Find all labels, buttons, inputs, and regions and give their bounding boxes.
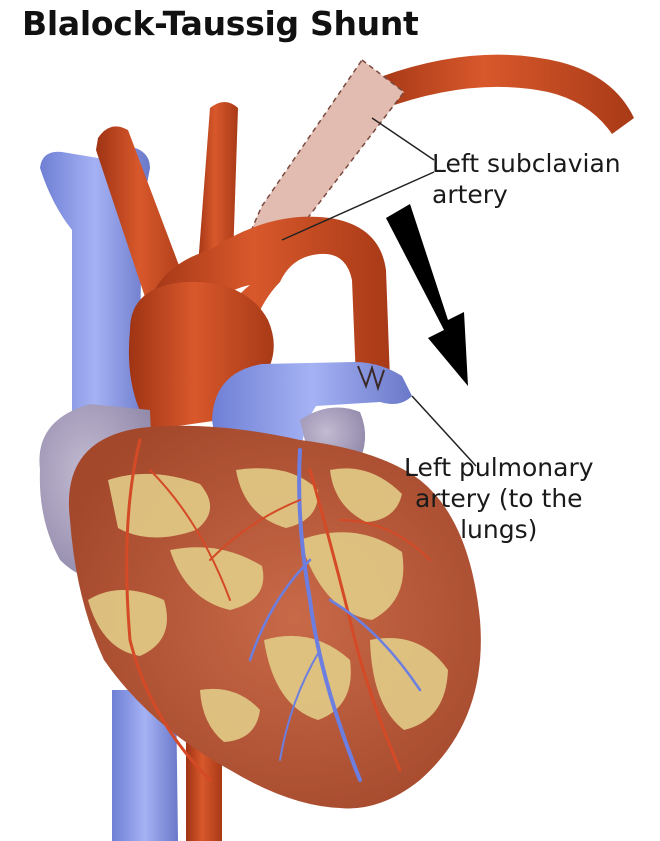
label-left-subclavian-artery: Left subclavian artery <box>432 148 621 210</box>
label-line: artery <box>432 179 621 210</box>
label-line: artery (to the <box>404 483 594 514</box>
label-line: lungs) <box>404 514 594 545</box>
diagram-title: Blalock-Taussig Shunt <box>22 4 419 43</box>
flow-arrow-icon <box>386 204 468 386</box>
subclavian-leader-line <box>372 118 434 160</box>
label-line: Left subclavian <box>432 148 621 179</box>
label-left-pulmonary-artery: Left pulmonary artery (to the lungs) <box>404 452 594 545</box>
label-line: Left pulmonary <box>404 452 594 483</box>
